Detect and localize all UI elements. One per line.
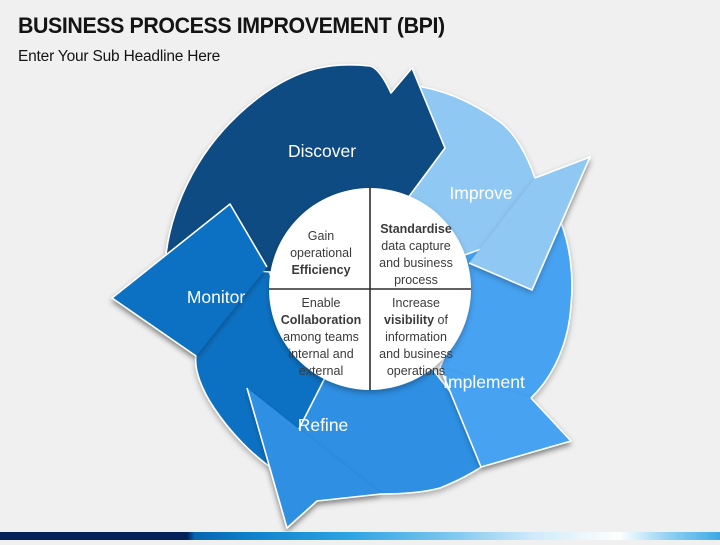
stage-arrow-improve-head xyxy=(469,157,590,290)
slide-header: BUSINESS PROCESS IMPROVEMENT (BPI) Enter… xyxy=(18,12,708,66)
stage-label-improve: Improve xyxy=(449,183,512,203)
stage-label-discover: Discover xyxy=(288,141,356,161)
stage-label-implement: Implement xyxy=(443,372,525,392)
stage-arrow-refine-head xyxy=(247,388,381,528)
monitor-head-outline xyxy=(111,203,268,357)
stage-arrow-monitor-head xyxy=(112,204,267,356)
refine-head-outline xyxy=(246,387,382,529)
bottom-accent-bar xyxy=(0,532,720,540)
improve-head-outline xyxy=(468,156,591,291)
stage-arrow-implement-head xyxy=(440,367,571,467)
implement-head-outline xyxy=(439,366,572,468)
stage-label-monitor: Monitor xyxy=(187,287,246,307)
stage-label-refine: Refine xyxy=(298,415,349,435)
slide-title: BUSINESS PROCESS IMPROVEMENT (BPI) xyxy=(18,13,445,38)
slide-subtitle: Enter Your Sub Headline Here xyxy=(18,47,221,65)
